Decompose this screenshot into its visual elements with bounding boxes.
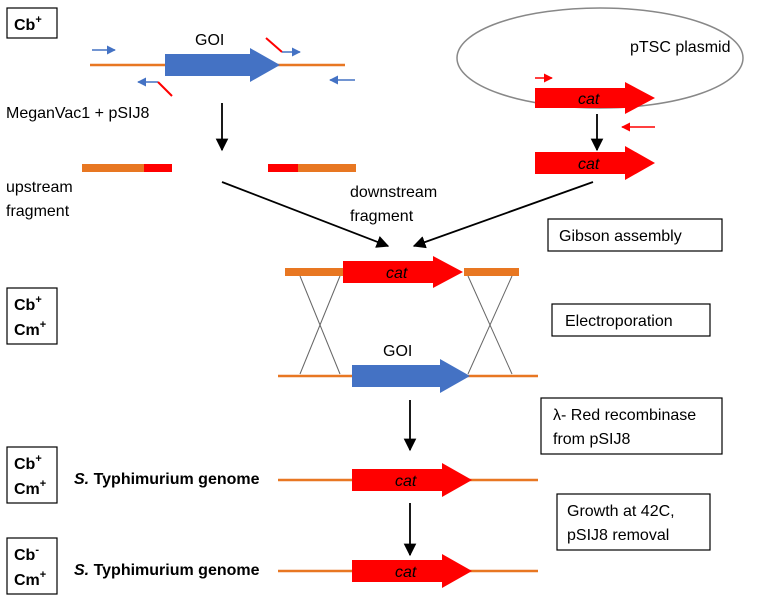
genome-cat-2: S. Typhimurium genome cat — [74, 554, 538, 588]
step-electroporation: Electroporation — [551, 303, 711, 337]
svg-text:Cm+: Cm+ — [14, 478, 46, 498]
svg-text:from pSIJ8: from pSIJ8 — [553, 431, 630, 448]
upstream-label-2: fragment — [6, 203, 70, 220]
top-goi-construct: GOI — [90, 32, 355, 97]
svg-text:Electroporation: Electroporation — [565, 313, 673, 330]
upstream-label: upstream — [6, 179, 73, 196]
primer-tail-red-icon — [265, 37, 283, 53]
arrow-converge-icon — [221, 181, 390, 248]
svg-text:pTSC plasmid: pTSC plasmid — [630, 39, 730, 56]
downstream-label: downstream — [350, 184, 437, 201]
ptsc-plasmid: pTSC plasmid cat — [456, 7, 744, 132]
svg-text:Cb+: Cb+ — [14, 294, 42, 314]
svg-text:λ- Red recombinase: λ- Red recombinase — [553, 407, 696, 424]
cat-label-plasmid: cat — [578, 91, 600, 108]
crossover-lines — [299, 275, 513, 375]
marker-cb-minus-cm-plus: Cb- Cm+ — [6, 537, 58, 595]
svg-text:Cb+: Cb+ — [14, 14, 42, 34]
goi-label-top: GOI — [195, 32, 224, 49]
arrow-converge-icon — [412, 181, 594, 249]
meganvac-label: MeganVac1 + pSIJ8 — [6, 105, 149, 122]
genome-cat-1: S. Typhimurium genome cat — [74, 463, 538, 497]
primer-tail-red-icon — [157, 81, 173, 97]
marker-cb-plus-1: Cb+ — [6, 7, 58, 39]
svg-text:Growth at 42C,: Growth at 42C, — [567, 503, 675, 520]
svg-text:Gibson assembly: Gibson assembly — [559, 228, 682, 245]
svg-text:Cb+: Cb+ — [14, 453, 42, 473]
svg-text:cat: cat — [395, 564, 417, 581]
assembled-cassette: cat — [285, 256, 519, 288]
svg-text:cat: cat — [386, 265, 408, 282]
svg-text:Cb-: Cb- — [14, 544, 39, 564]
svg-text:S. Typhimurium genome: S. Typhimurium genome — [74, 471, 260, 488]
svg-text:cat: cat — [395, 473, 417, 490]
svg-text:Cm+: Cm+ — [14, 319, 46, 339]
step-gibson-assembly: Gibson assembly — [547, 218, 723, 252]
step-growth-42c: Growth at 42C, pSIJ8 removal — [556, 493, 711, 551]
svg-text:S. Typhimurium genome: S. Typhimurium genome — [74, 562, 260, 579]
svg-text:Cm+: Cm+ — [14, 569, 46, 589]
downstream-label-2: fragment — [350, 208, 414, 225]
step-lambda-red: λ- Red recombinase from pSIJ8 — [540, 397, 723, 455]
cat-pcr-product: cat — [535, 146, 655, 180]
svg-text:cat: cat — [578, 156, 600, 173]
downstream-fragment — [268, 164, 356, 172]
marker-cb-cm-plus-3: Cb+ Cm+ — [6, 446, 58, 504]
goi-label-mid: GOI — [383, 343, 412, 360]
svg-text:pSIJ8 removal: pSIJ8 removal — [567, 527, 669, 544]
genome-goi: GOI — [278, 343, 538, 393]
marker-cb-cm-plus-2: Cb+ Cm+ — [6, 287, 58, 345]
upstream-fragment — [82, 164, 172, 172]
